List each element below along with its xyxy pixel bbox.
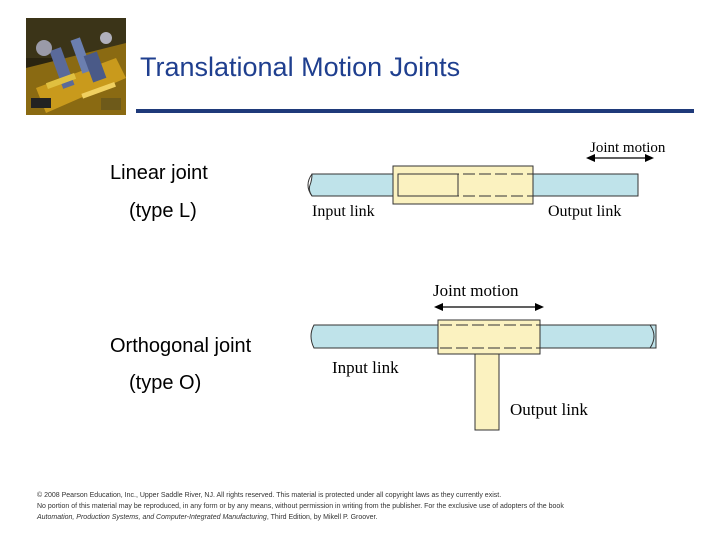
input-link-label: Input link bbox=[332, 358, 399, 377]
input-link-label: Input link bbox=[312, 203, 375, 220]
book-edition: , Third Edition, by Mikell P. Groover. bbox=[266, 514, 378, 521]
output-link-post bbox=[474, 353, 500, 431]
logo-image bbox=[26, 18, 126, 115]
copyright-line-3: Automation, Production Systems, and Comp… bbox=[37, 512, 687, 523]
output-link-label: Output link bbox=[548, 203, 621, 220]
slide-title: Translational Motion Joints bbox=[140, 52, 461, 82]
orthogonal-joint-label: Orthogonal joint bbox=[110, 335, 252, 357]
joint-motion-label: Joint motion bbox=[433, 281, 519, 300]
output-link-bar bbox=[532, 173, 639, 197]
orthogonal-joint-diagram: Joint motion Input link Output link bbox=[310, 281, 657, 431]
copyright-line-2: No portion of this material may be repro… bbox=[37, 503, 564, 510]
copyright-line-1: © 2008 Pearson Education, Inc., Upper Sa… bbox=[37, 492, 502, 499]
joint-motion-label: Joint motion bbox=[590, 140, 666, 156]
book-title: Automation, Production Systems, and Comp… bbox=[37, 514, 267, 521]
linear-joint-type: (type L) bbox=[129, 200, 197, 222]
output-link-label: Output link bbox=[510, 400, 588, 419]
title-underline bbox=[136, 109, 694, 113]
linear-joint-label: Linear joint bbox=[110, 162, 208, 184]
linear-joint-diagram: Joint motion Input link Output link bbox=[307, 140, 666, 220]
copyright-footer: © 2008 Pearson Education, Inc., Upper Sa… bbox=[37, 490, 687, 523]
orthogonal-joint-type: (type O) bbox=[129, 372, 202, 394]
